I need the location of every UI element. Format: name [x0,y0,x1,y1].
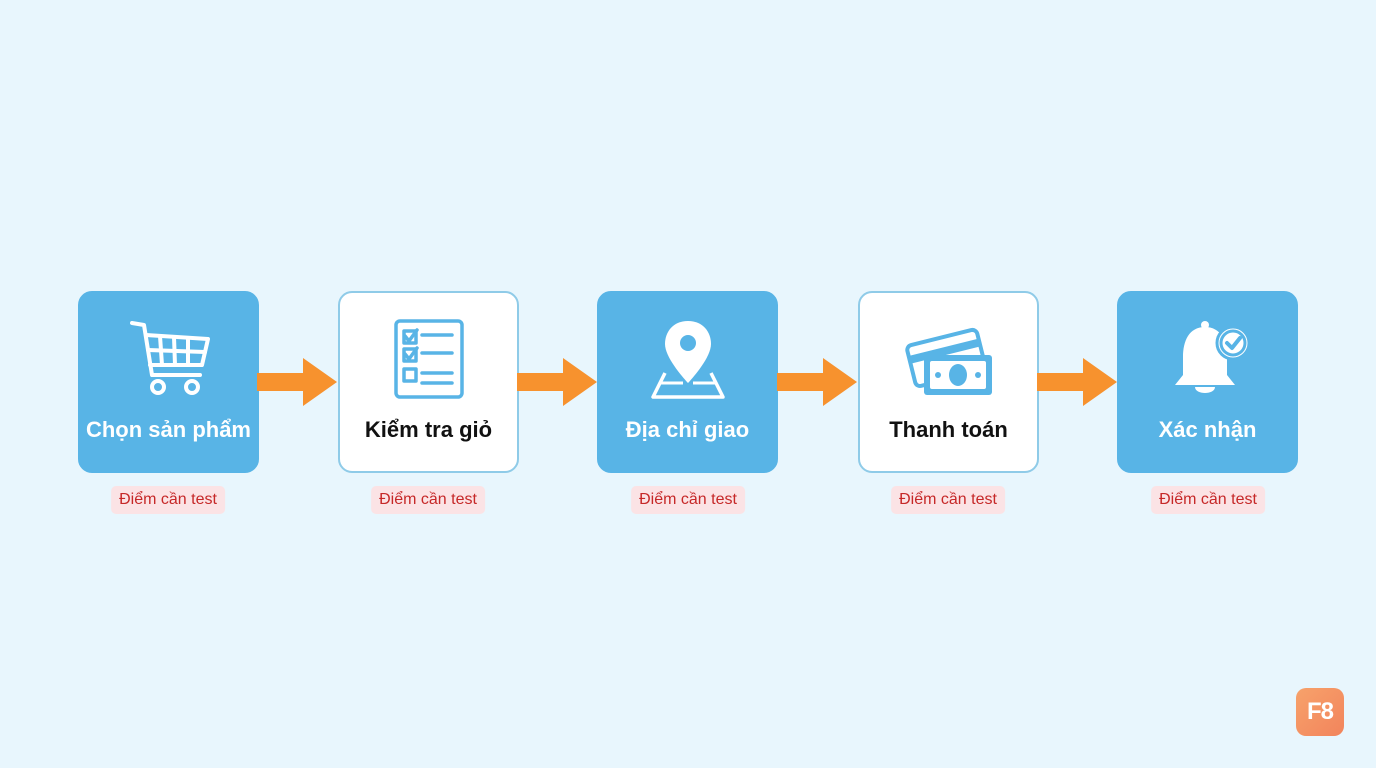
step-label: Thanh toán [889,417,1008,442]
step-choose-product: Chọn sản phẩm [78,291,259,473]
test-point-tag: Điểm cần test [891,486,1005,514]
f8-logo: F8 [1296,688,1344,736]
test-point-tag: Điểm cần test [371,486,485,514]
step-confirm: Xác nhận [1117,291,1298,473]
map-pin-icon [643,317,733,401]
checklist-icon [384,317,474,401]
arrow-right-icon [777,356,857,408]
step-delivery-address: Địa chỉ giao [597,291,778,473]
step-label: Xác nhận [1158,417,1257,442]
test-point-tag: Điểm cần test [631,486,745,514]
step-check-cart: Kiểm tra giỏ [338,291,519,473]
bell-check-icon [1163,317,1253,401]
step-label: Chọn sản phẩm [85,417,251,442]
payment-icon [904,317,994,401]
step-label: Kiểm tra giỏ [364,417,493,442]
arrow-right-icon [1037,356,1117,408]
test-point-tag: Điểm cần test [111,486,225,514]
arrow-right-icon [257,356,337,408]
step-label: Địa chỉ giao [625,417,750,442]
step-payment: Thanh toán [858,291,1039,473]
shopping-cart-icon [124,317,214,401]
arrow-right-icon [517,356,597,408]
test-point-tag: Điểm cần test [1151,486,1265,514]
